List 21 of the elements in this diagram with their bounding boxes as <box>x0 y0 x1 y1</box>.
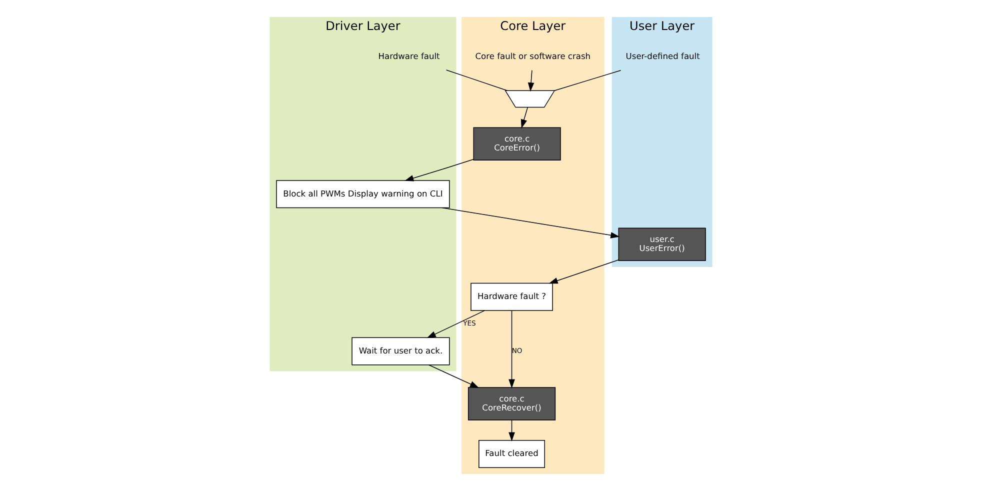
node-box: Fault cleared <box>478 440 545 468</box>
arrow <box>428 364 480 388</box>
node-box: Wait for user to ack. <box>352 337 450 366</box>
node-box: core.c CoreError() <box>473 127 561 161</box>
arrow <box>528 70 534 92</box>
node-box: user.c UserError() <box>618 228 706 261</box>
arrow <box>404 158 474 182</box>
node-trapezoid <box>504 90 556 108</box>
node-box: Hardware fault ? <box>470 282 553 311</box>
arrow <box>508 310 515 388</box>
arrow <box>520 106 528 128</box>
node-box: Block all PWMs Display warning on CLI <box>276 180 450 208</box>
node-text: User-defined fault <box>626 50 700 61</box>
node-text: Core fault or software crash <box>475 50 591 61</box>
arrow <box>442 207 620 238</box>
node-text: Hardware fault <box>378 50 440 61</box>
arrow <box>426 310 485 338</box>
arrow <box>548 259 619 284</box>
arrow <box>508 420 515 442</box>
node-box: core.c CoreRecover() <box>468 387 556 420</box>
connector <box>446 70 508 91</box>
